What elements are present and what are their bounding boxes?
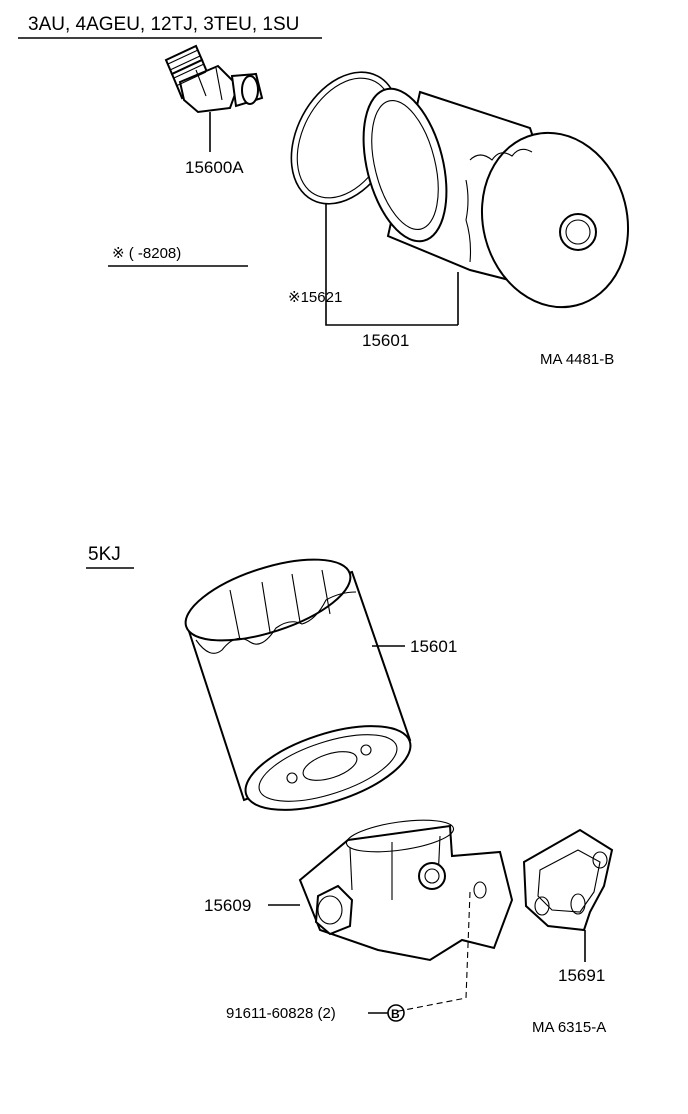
oil-pressure-sender-drawing <box>164 44 264 152</box>
section-top: 3AU, 4AGEU, 12TJ, 3TEU, 1SU 15600A ※ ( -… <box>18 14 630 368</box>
serial-range-note: ※ ( -8208) <box>112 245 181 262</box>
part-label-bolt: 91611-60828 (2) <box>226 1005 336 1022</box>
bolt-marker-circle <box>387 1004 405 1022</box>
bracket-line-top <box>325 282 458 326</box>
part-label-15609: 15609 <box>204 896 251 915</box>
engine-header-top: 3AU, 4AGEU, 12TJ, 3TEU, 1SU <box>28 14 299 35</box>
part-label-15601-bottom: 15601 <box>410 637 457 656</box>
part-label-15600A: 15600A <box>185 158 244 177</box>
bolt-marker-letter: B <box>391 1007 400 1021</box>
part-label-15621: ※15621 <box>288 289 342 306</box>
figure-code-bottom: MA 6315-A <box>532 1019 606 1036</box>
oil-filter-drawing-bottom <box>184 558 412 811</box>
section-bottom: 5KJ 15601 15609 <box>86 544 614 1036</box>
part-label-15601-top: 15601 <box>362 331 409 350</box>
part-label-15691: 15691 <box>558 966 605 985</box>
filter-bracket-drawing <box>268 819 514 962</box>
oil-filter-drawing-top <box>325 87 630 326</box>
figure-code-top: MA 4481-B <box>540 351 614 368</box>
bracket-gasket-drawing <box>522 828 614 962</box>
engine-header-bottom: 5KJ <box>88 544 121 565</box>
bolt-leader-dashed <box>393 891 471 1013</box>
